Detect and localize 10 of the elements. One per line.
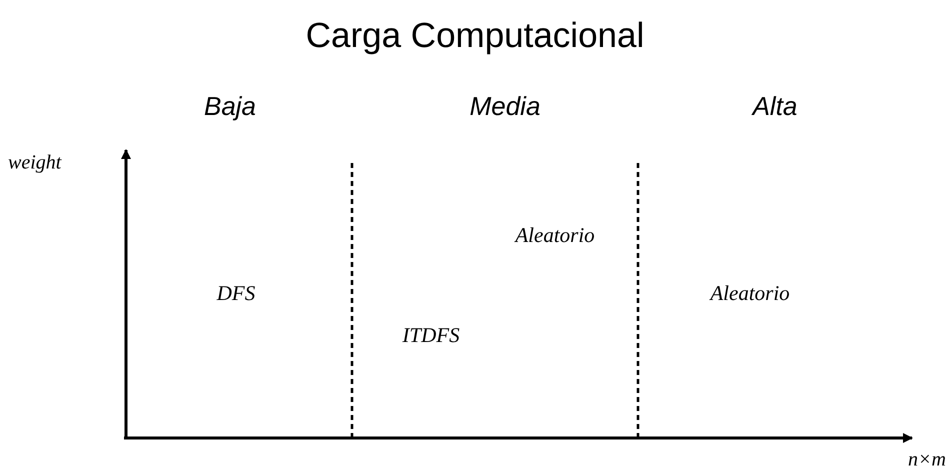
method-label: Aleatorio <box>710 280 790 306</box>
method-label: DFS <box>216 280 256 306</box>
method-label: ITDFS <box>402 322 460 348</box>
method-label: Aleatorio <box>515 222 595 248</box>
axis-label: n×m <box>908 448 946 470</box>
axis-label: weight <box>8 152 62 174</box>
category-heading: Baja <box>204 92 256 122</box>
category-heading: Alta <box>752 92 798 122</box>
category-heading: Media <box>470 92 540 122</box>
chart-title: Carga Computacional <box>306 16 644 56</box>
